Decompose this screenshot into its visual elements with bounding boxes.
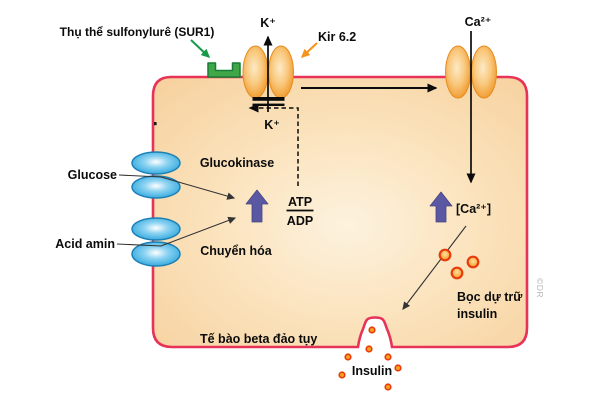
amino-acid-transporter bbox=[131, 217, 181, 267]
ca-internal-label: [Ca²⁺] bbox=[456, 202, 491, 216]
insulin-vesicle bbox=[438, 248, 452, 262]
k-in-label: K⁺ bbox=[264, 118, 280, 132]
secreted-insulin-dots bbox=[338, 326, 402, 391]
calcium-increase-arrow bbox=[429, 191, 453, 223]
insulin-dot bbox=[365, 345, 373, 353]
sur1-label: Thụ thể sulfonylurê (SUR1) bbox=[60, 25, 215, 39]
vesicle-label-line1: Bọc dự trữ bbox=[457, 290, 523, 304]
ca-channel-subunit-left bbox=[445, 45, 471, 99]
insulin-dot bbox=[368, 326, 376, 334]
glucose-label: Glucose bbox=[68, 168, 117, 182]
insulin-dot bbox=[384, 353, 392, 361]
ink-dot bbox=[154, 122, 157, 126]
sur1-receptor bbox=[207, 62, 241, 78]
amino-acid-flow-arrow bbox=[116, 216, 237, 247]
metabolism-increase-arrow bbox=[245, 189, 269, 223]
atp-label: ATP bbox=[288, 195, 312, 209]
cell-name-label: Tế bào beta đảo tụy bbox=[200, 332, 317, 346]
chuyen-hoa-label: Chuyển hóa bbox=[200, 244, 273, 258]
insulin-dot bbox=[338, 371, 346, 379]
insulin-vesicle bbox=[466, 255, 480, 269]
insulin-dot bbox=[384, 383, 392, 391]
watermark: ©DR bbox=[535, 278, 545, 298]
insulin-label: Insulin bbox=[352, 364, 392, 378]
insulin-dot bbox=[394, 364, 402, 372]
kir-pointer-arrow bbox=[300, 42, 318, 59]
glucose-flow-arrow bbox=[118, 174, 236, 200]
katp-channel bbox=[242, 45, 294, 99]
beta-cell-membrane bbox=[151, 75, 529, 349]
insulin-vesicle bbox=[450, 266, 464, 280]
vesicle-label-line2: insulin bbox=[457, 307, 497, 321]
glucose-transporter bbox=[131, 151, 181, 199]
adp-label: ADP bbox=[287, 214, 313, 228]
insulin-storage-vesicles bbox=[438, 248, 480, 280]
acid-amin-label: Acid amin bbox=[55, 237, 115, 251]
insulin-dot bbox=[344, 353, 352, 361]
ca-out-label: Ca²⁺ bbox=[465, 15, 492, 29]
kir-label: Kir 6.2 bbox=[318, 30, 356, 44]
exocytosis-trigger-arrow bbox=[402, 225, 467, 310]
ca-channel-subunit-right bbox=[471, 45, 497, 99]
atp-inhibition-dashed-arrow bbox=[248, 103, 299, 186]
glucokinase-label: Glucokinase bbox=[200, 156, 274, 170]
sur1-pointer-arrow bbox=[190, 39, 211, 59]
ca-channel bbox=[445, 45, 497, 99]
katp-channel-subunit-left bbox=[242, 45, 269, 99]
k-out-label: K⁺ bbox=[260, 16, 276, 30]
channel-block-bars bbox=[252, 97, 285, 106]
katp-channel-subunit-right bbox=[268, 45, 294, 99]
